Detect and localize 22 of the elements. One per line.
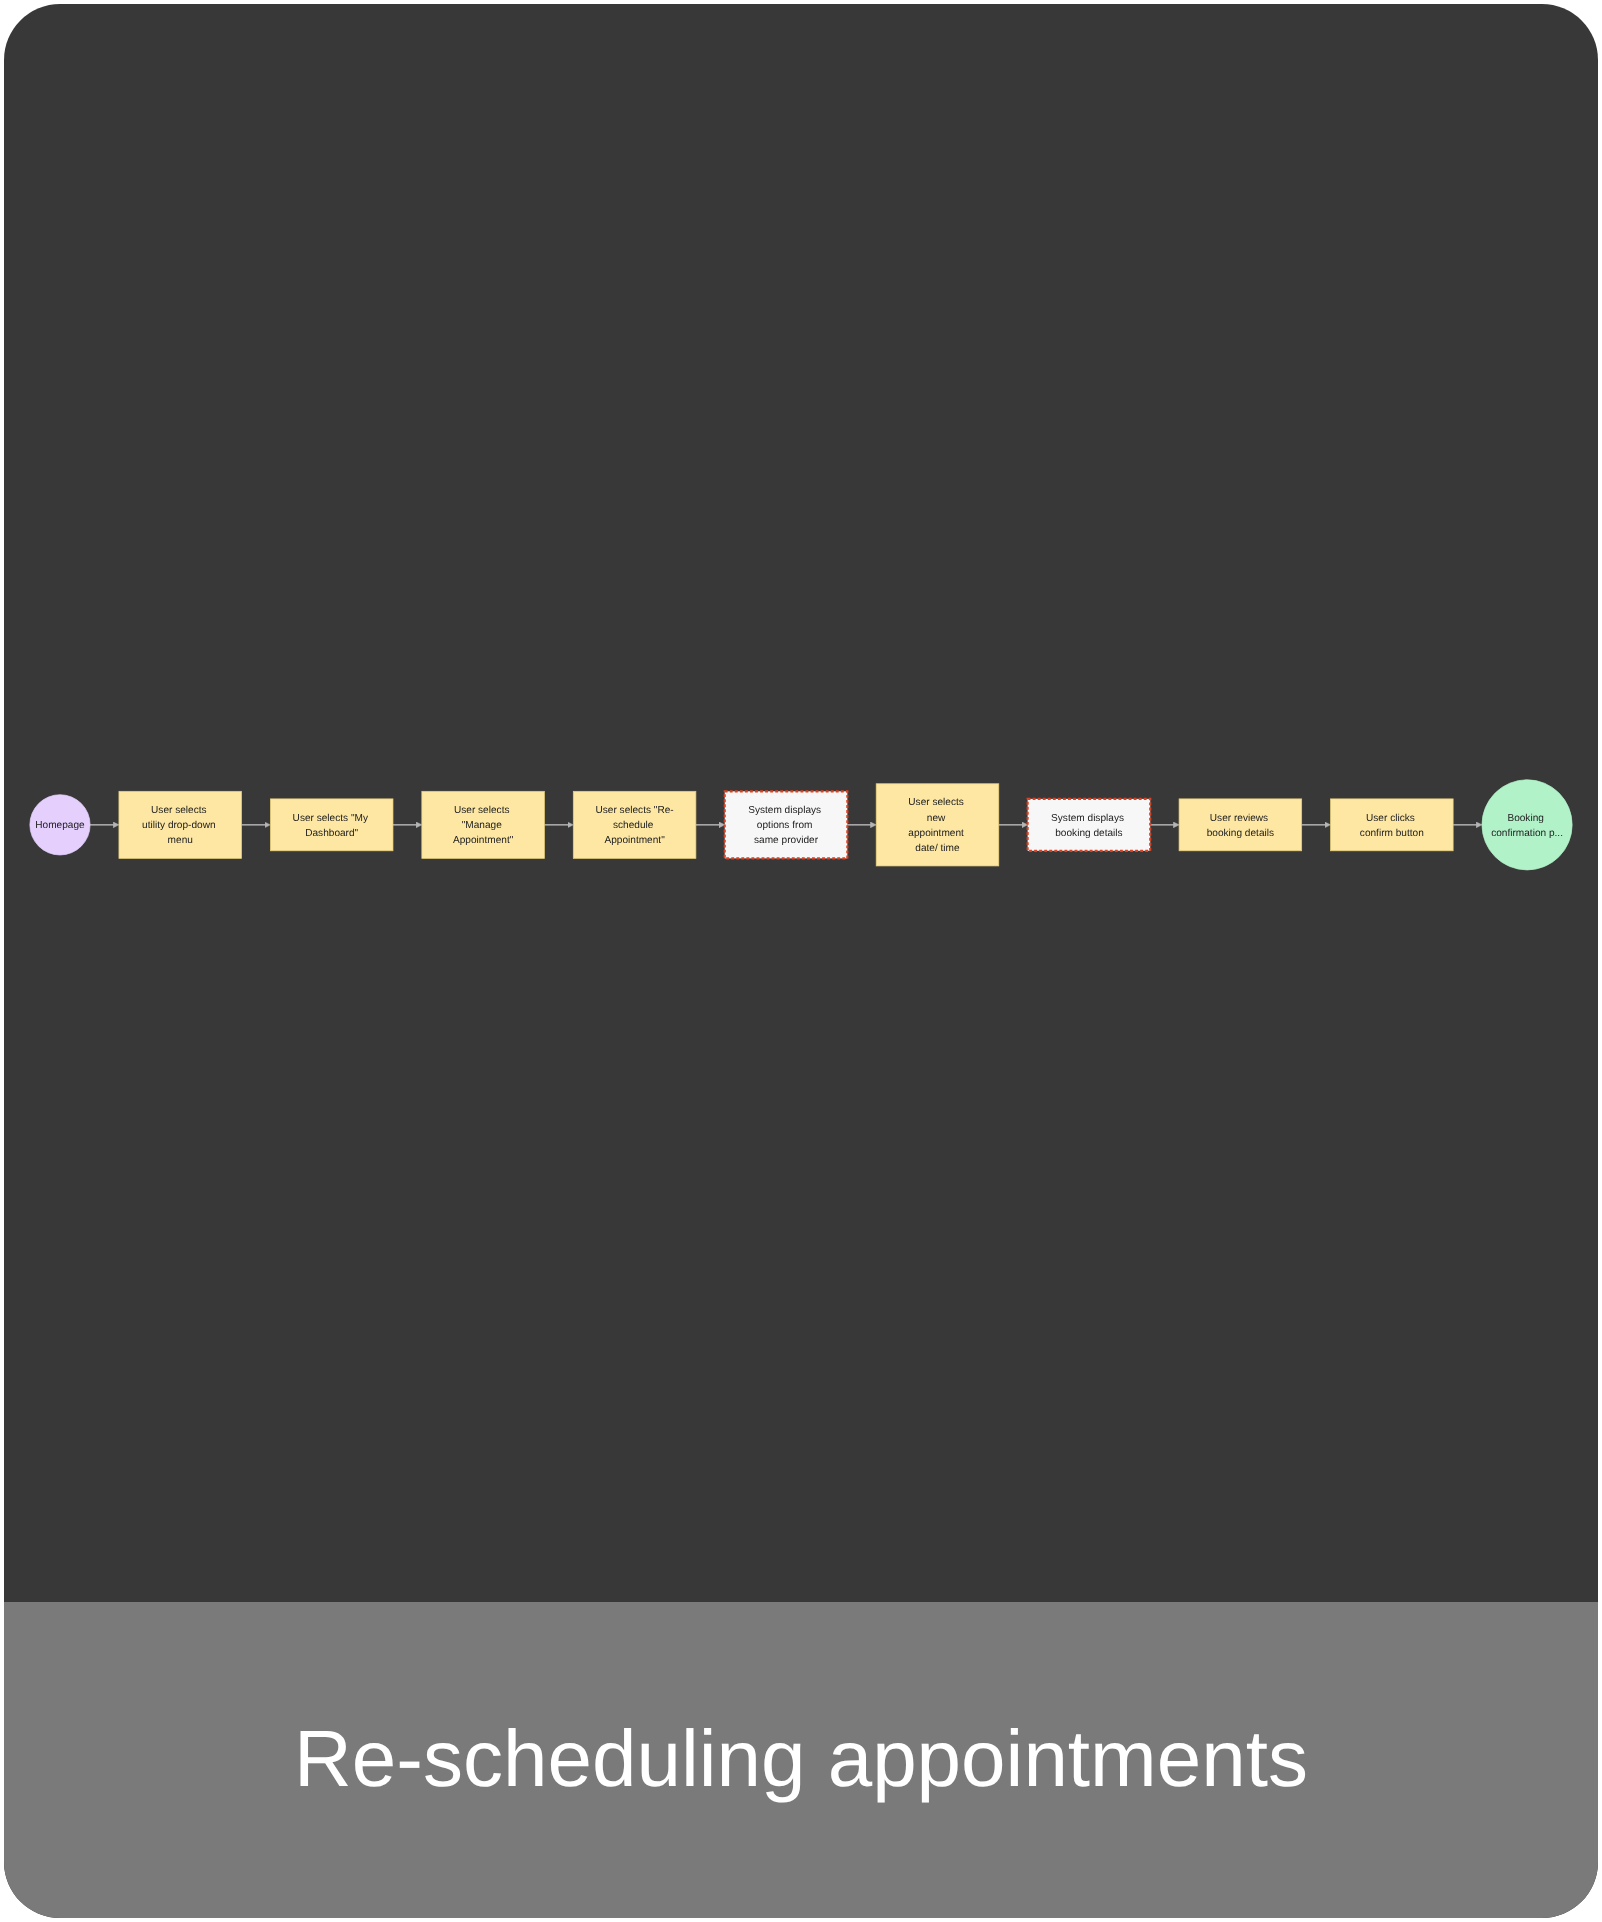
arrow bbox=[846, 820, 877, 828]
node-box bbox=[270, 797, 394, 851]
node-box bbox=[723, 789, 849, 859]
arrow bbox=[695, 820, 725, 828]
arrow bbox=[998, 820, 1028, 828]
node-circle bbox=[1481, 778, 1573, 870]
arrow bbox=[1300, 820, 1331, 828]
node-box bbox=[875, 782, 1000, 866]
node-box bbox=[1330, 797, 1454, 851]
arrow bbox=[1149, 820, 1180, 828]
caption: Re-scheduling appointments bbox=[294, 1715, 1308, 1805]
arrow bbox=[392, 820, 423, 828]
node-box bbox=[572, 790, 697, 858]
node-box bbox=[118, 790, 242, 858]
node-box bbox=[421, 790, 545, 858]
arrow bbox=[240, 820, 271, 828]
arrow bbox=[1452, 820, 1483, 828]
node-circle bbox=[29, 793, 91, 855]
arrow bbox=[543, 820, 574, 828]
arrow bbox=[89, 820, 120, 828]
node-box bbox=[1026, 796, 1152, 852]
node-box bbox=[1178, 797, 1303, 851]
